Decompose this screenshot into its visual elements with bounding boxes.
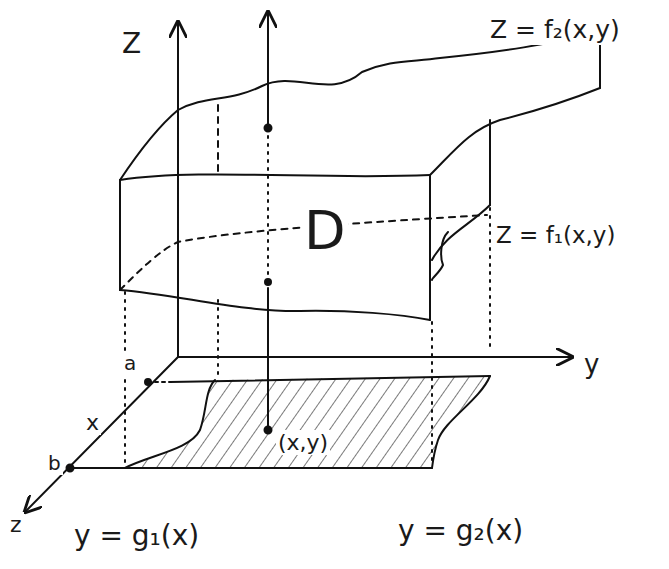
axis-label: x — [84, 410, 101, 435]
surface-label: Z = f₂(x,y) — [488, 16, 622, 45]
curve-label: y = g₂(x) — [396, 515, 525, 547]
axis-label: y — [582, 350, 601, 380]
bound-label: b — [46, 452, 63, 475]
curve-label: y = g₁(x) — [72, 520, 201, 552]
surface-label: Z = f₁(x,y) — [494, 222, 617, 248]
region-label: D — [302, 200, 348, 262]
point-label: (x,y) — [276, 430, 330, 455]
bound-label: a — [122, 352, 138, 375]
axis-label: z — [8, 512, 24, 537]
axis-label: Z — [120, 28, 143, 60]
